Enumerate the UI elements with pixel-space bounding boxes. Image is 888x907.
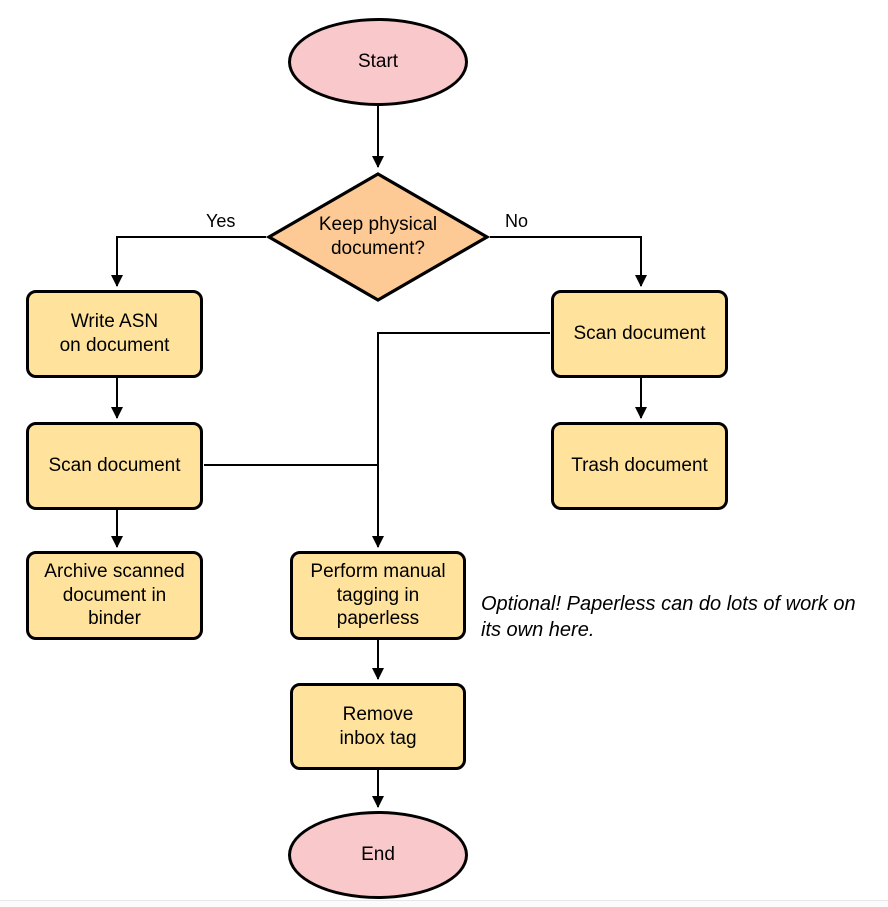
- edge-decision-to-write-asn: [111, 236, 266, 287]
- scan-document-left-label: Scan document: [48, 455, 181, 477]
- trash-document-label: Trash document: [571, 455, 708, 477]
- scan-document-right-label: Scan document: [573, 323, 706, 345]
- manual-tagging-label: Perform manual tagging in paperless: [310, 560, 446, 630]
- archive-label: Archive scanned document in binder: [44, 560, 185, 630]
- process-trash-document: Trash document: [551, 422, 728, 510]
- decision-keep-physical-document: Keep physical document?: [265, 171, 491, 303]
- bottom-divider: [0, 900, 888, 901]
- edge-label-no: No: [505, 211, 529, 231]
- process-scan-document-left: Scan document: [26, 422, 203, 510]
- start-node: Start: [288, 18, 468, 106]
- diamond-shape: [265, 172, 491, 302]
- end-node-label: End: [361, 844, 395, 866]
- process-scan-document-right: Scan document: [551, 290, 728, 378]
- remove-inbox-tag-label: Remove inbox tag: [339, 703, 417, 749]
- process-write-asn: Write ASN on document: [26, 290, 203, 378]
- process-archive-scanned-document: Archive scanned document in binder: [26, 551, 203, 640]
- optional-note: Optional! Paperless can do lots of work …: [481, 593, 856, 641]
- write-asn-label: Write ASN on document: [59, 311, 170, 356]
- decision-node-label: Keep physical document?: [318, 214, 438, 259]
- end-node: End: [288, 811, 468, 899]
- bottom-gutter: [0, 901, 888, 907]
- process-manual-tagging: Perform manual tagging in paperless: [290, 551, 466, 640]
- edge-decision-to-scan-right: [490, 236, 647, 287]
- edge-label-yes: Yes: [206, 211, 236, 231]
- edge-scan-right-to-tagging: [372, 332, 550, 548]
- start-node-label: Start: [357, 51, 399, 73]
- process-remove-inbox-tag: Remove inbox tag: [290, 683, 466, 770]
